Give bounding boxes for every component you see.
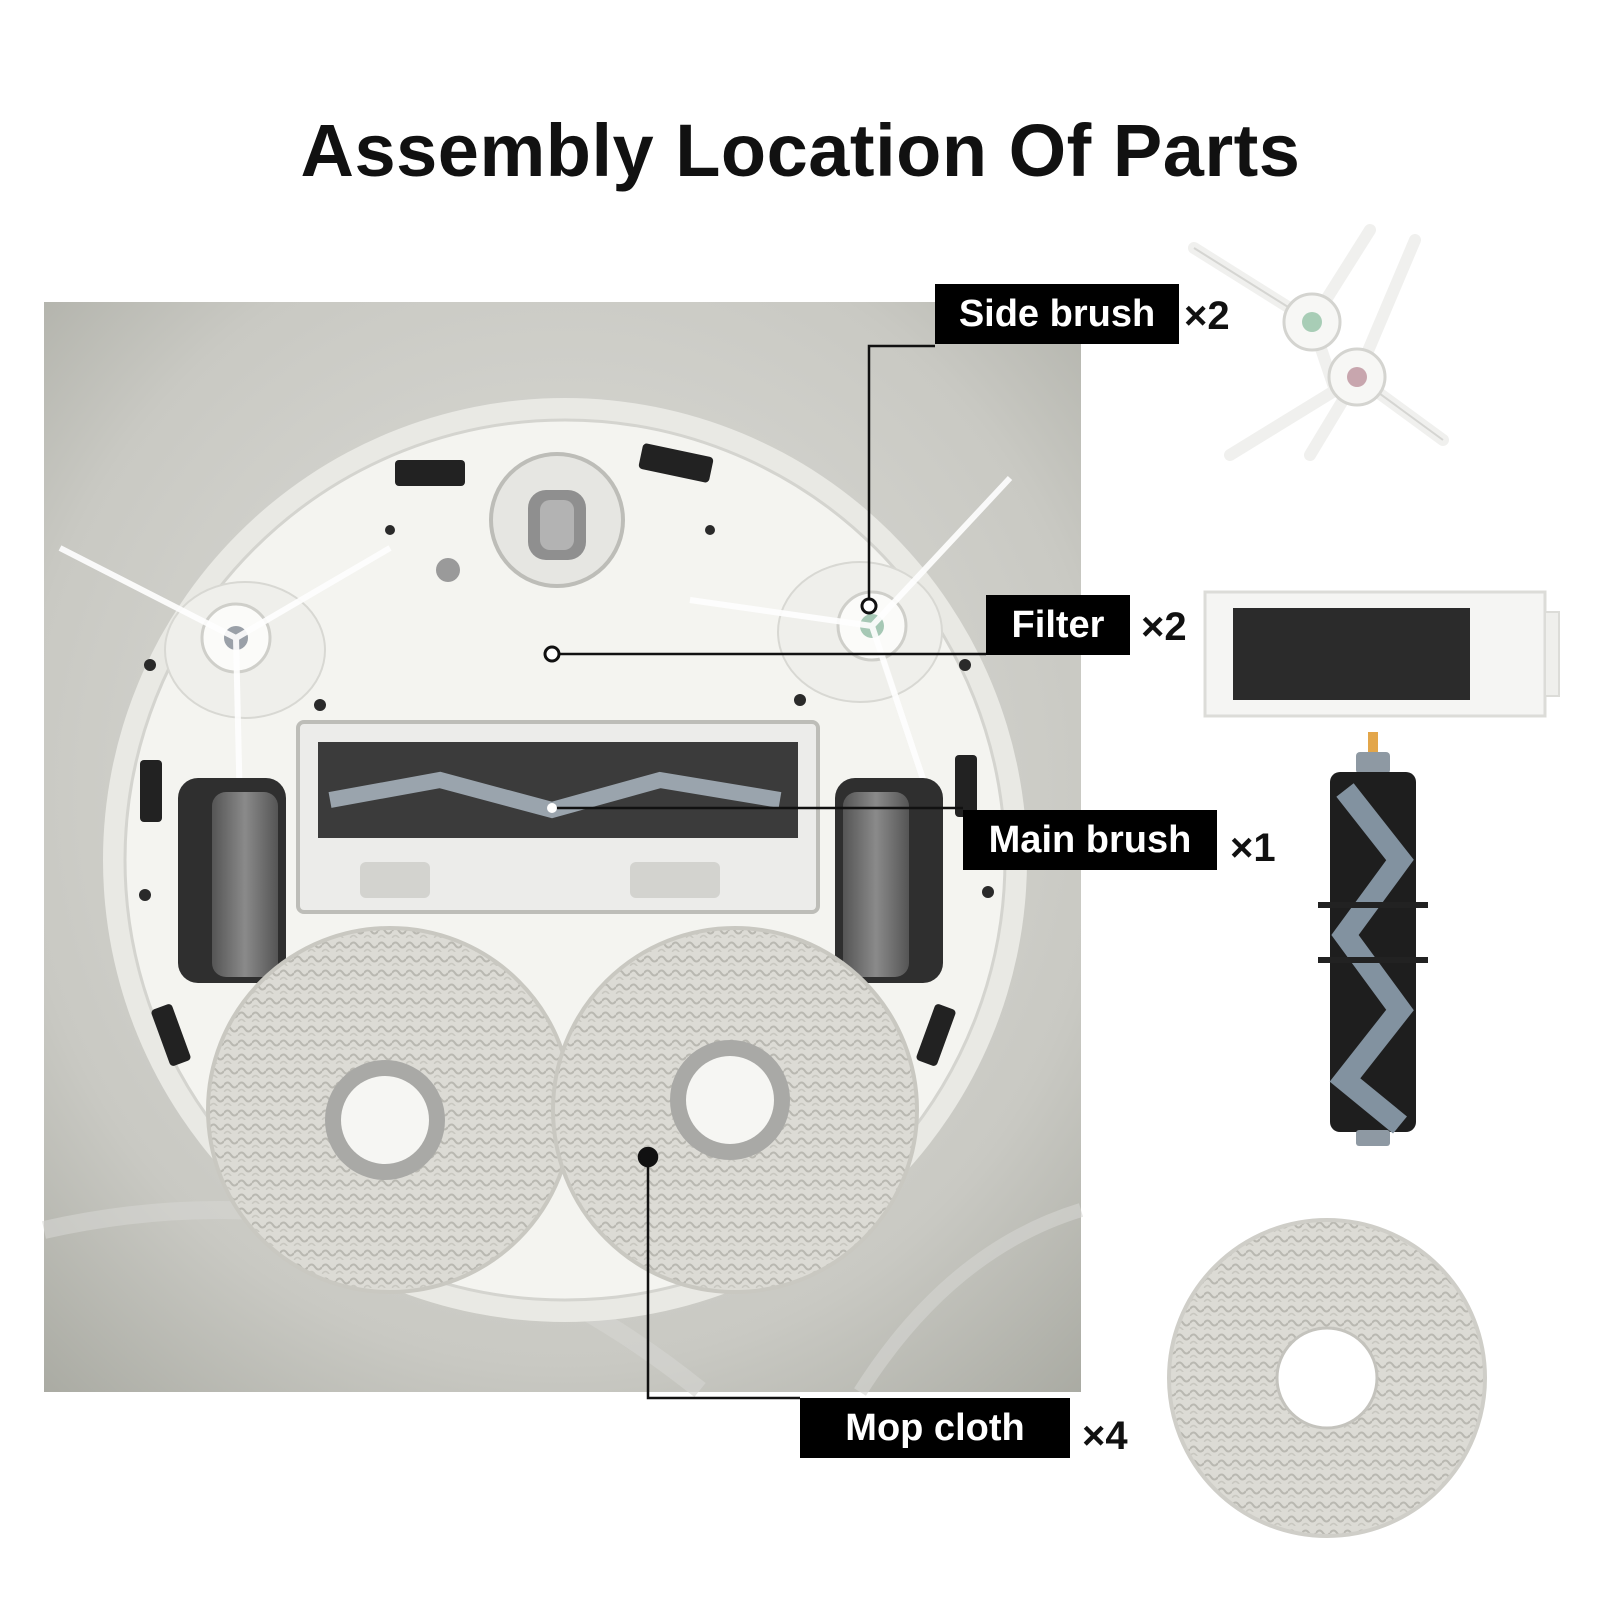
main-brush-marker	[547, 803, 557, 813]
leader-lines	[543, 344, 986, 1400]
robot-vacuum-icon	[58, 398, 1027, 1322]
mop-cloth-quantity: ×4	[1082, 1414, 1128, 1458]
main-brush-label: Main brush	[963, 810, 1217, 870]
side-brush-label: Side brush	[935, 284, 1179, 344]
mop-cloth-marker	[637, 1146, 659, 1168]
filter-label: Filter	[986, 595, 1130, 655]
robot-photo	[42, 302, 1084, 1398]
main-brush-icon	[1318, 732, 1428, 1146]
side-brush-quantity: ×2	[1184, 294, 1230, 338]
side-brush-icon	[1188, 224, 1449, 461]
page-title: Assembly Location Of Parts	[300, 109, 1301, 192]
filter-marker	[543, 645, 561, 663]
side-brush-marker	[860, 597, 878, 615]
filter-icon	[1203, 590, 1560, 718]
main-brush-quantity: ×1	[1230, 826, 1276, 870]
mop-cloth-label: Mop cloth	[800, 1398, 1070, 1458]
mop-cloth-leader	[646, 1157, 800, 1400]
filter-quantity: ×2	[1141, 605, 1187, 649]
mop-cloth-icon	[1167, 1218, 1487, 1538]
side-brush-leader	[867, 344, 935, 606]
